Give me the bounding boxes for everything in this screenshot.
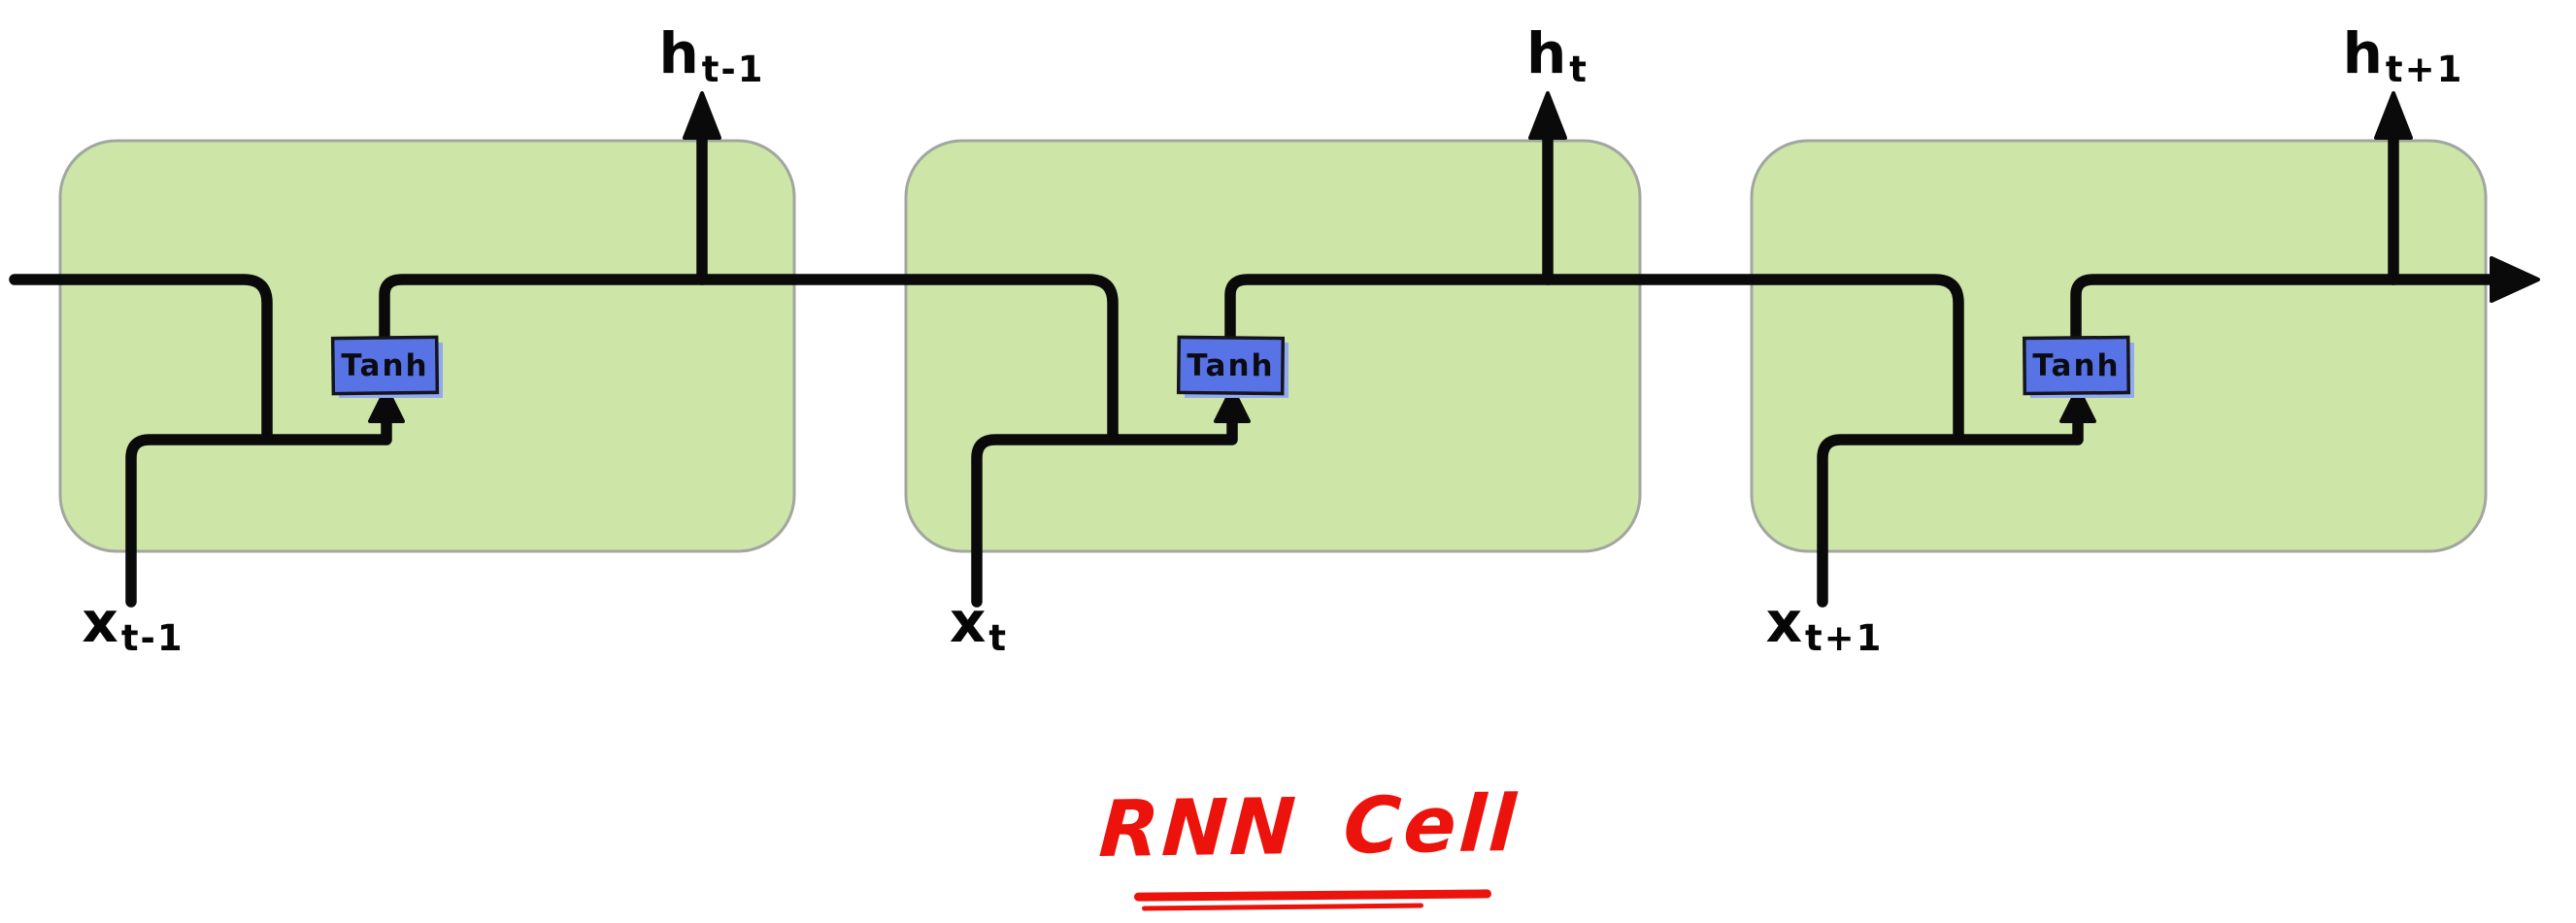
- hidden-output-label: ht-1: [605, 25, 819, 87]
- input-label: xt-1: [26, 594, 240, 656]
- input-wire: [125, 415, 392, 608]
- x-subscript: t: [988, 616, 1009, 659]
- hidden-output-label: ht: [1451, 25, 1664, 87]
- cell-1-wiring: [125, 91, 721, 608]
- tanh-activation-box: [1176, 335, 1286, 396]
- input-label: xt+1: [1718, 594, 1931, 656]
- h-output-arrowhead: [1528, 91, 1567, 140]
- x-symbol: x: [1765, 589, 1802, 655]
- h-subscript: t+1: [2385, 48, 2464, 90]
- cell-3-wiring: [1817, 91, 2413, 608]
- h-symbol: h: [2342, 20, 2383, 86]
- tanh-input-arrowhead: [1214, 386, 1251, 423]
- tanh-input-arrowhead: [368, 386, 405, 423]
- h-symbol: h: [1526, 20, 1567, 86]
- tanh-label: Tanh: [341, 347, 429, 383]
- hidden-state-wire-segment-1: [379, 274, 1119, 443]
- diagram-title: RNN Cell: [1096, 777, 1522, 875]
- x-subscript: t-1: [120, 616, 184, 659]
- input-label: xt: [872, 594, 1086, 656]
- input-wire: [1817, 415, 2084, 608]
- x-subscript: t+1: [1804, 616, 1884, 659]
- tanh-activation-box: [330, 335, 440, 396]
- tanh-label: Tanh: [2032, 347, 2121, 383]
- h-subscript: t-1: [701, 48, 765, 90]
- cell-2-wiring: [971, 91, 1567, 608]
- tanh-label: Tanh: [1187, 347, 1275, 383]
- hidden-state-wire-segment-0: [9, 274, 273, 443]
- hidden-state-out-arrowhead: [2490, 256, 2540, 303]
- hidden-state-wire-segment-3: [2070, 274, 2519, 346]
- h-symbol: h: [658, 20, 699, 86]
- hidden-state-wire-segment-2: [1224, 274, 1964, 443]
- h-output-arrowhead: [683, 91, 721, 140]
- tanh-activation-box: [2022, 335, 2131, 396]
- input-wire: [971, 415, 1238, 608]
- h-subscript: t: [1569, 48, 1589, 90]
- h-output-arrowhead: [2374, 91, 2413, 140]
- x-symbol: x: [949, 589, 987, 655]
- tanh-input-arrowhead: [2059, 386, 2096, 423]
- x-symbol: x: [82, 589, 118, 655]
- hidden-output-label: ht+1: [2296, 25, 2510, 87]
